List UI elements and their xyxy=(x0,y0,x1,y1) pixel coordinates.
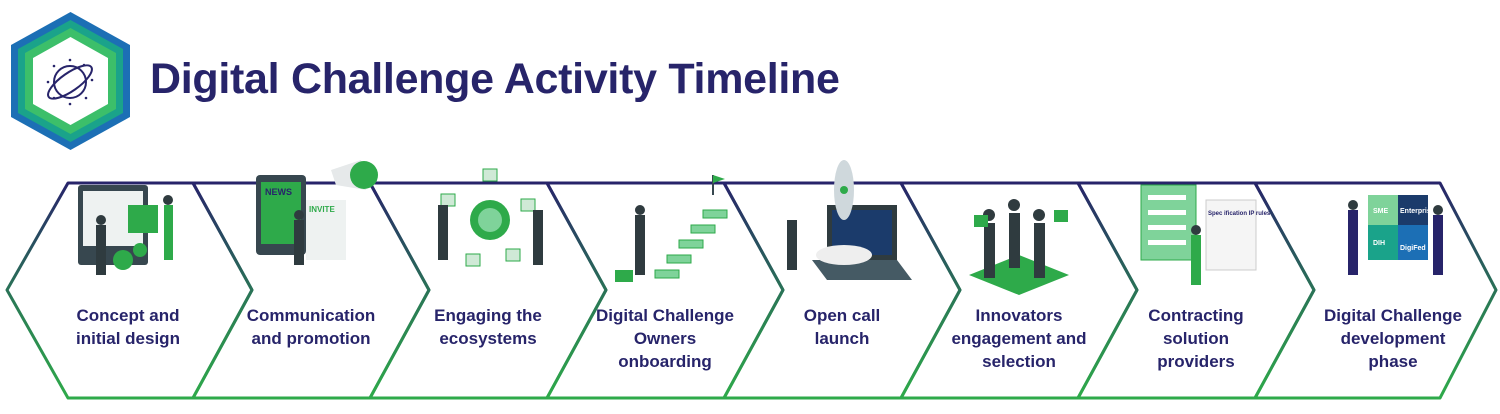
handshake-icon xyxy=(969,199,1069,295)
timeline-step-label: Digital Challenge development phase xyxy=(1308,304,1478,373)
logo-planet-hexagon-icon xyxy=(11,12,130,150)
step-label-line: phase xyxy=(1368,352,1418,371)
sme-text: SME xyxy=(1373,208,1389,215)
step-label-line: Owners xyxy=(633,329,697,348)
step-label-line: Concept and xyxy=(76,306,180,325)
enterprise-text: Enterprise xyxy=(1400,208,1435,215)
page-title: Digital Challenge Activity Timeline xyxy=(150,55,840,103)
timeline-step-label: Innovators engagement and selection xyxy=(934,304,1104,373)
step-label-line: initial design xyxy=(76,329,180,348)
step-label-line: Communication xyxy=(246,306,376,325)
news-text: NEWS xyxy=(265,187,292,197)
megaphone-news-icon: NEWS INVITE xyxy=(256,160,378,265)
step-label-line: onboarding xyxy=(618,352,712,371)
monitor-gears-icon xyxy=(78,185,173,275)
step-label-line: providers xyxy=(1157,352,1235,371)
timeline-step-label: Concept and initial design xyxy=(43,304,213,350)
step-label-line: Engaging the xyxy=(434,306,542,325)
timeline-step-label: Contracting solution providers xyxy=(1111,304,1281,373)
stairs-flag-icon xyxy=(615,175,728,282)
timeline-step-label: Communication and promotion xyxy=(226,304,396,350)
step-label-line: Innovators xyxy=(975,306,1063,325)
digifed-text: DigiFed xyxy=(1400,245,1426,252)
timeline-step-label: Open call launch xyxy=(757,304,927,350)
step-label-line: development xyxy=(1340,329,1446,348)
rocket-laptop-icon xyxy=(787,160,912,280)
step-label-line: launch xyxy=(814,329,870,348)
globe-network-icon xyxy=(438,168,543,267)
spec-text: Spec ification IP rules xyxy=(1208,211,1271,217)
step-label-line: selection xyxy=(982,352,1056,371)
step-label-line: and promotion xyxy=(251,329,371,348)
clipboard-contract-icon: Spec ification IP rules xyxy=(1140,184,1271,285)
step-label-line: solution xyxy=(1162,329,1230,348)
step-label-line: Open call xyxy=(803,306,881,325)
step-label-line: Digital Challenge xyxy=(1324,306,1462,325)
timeline-step-shape xyxy=(1253,181,1498,400)
step-label-line: Contracting xyxy=(1148,306,1244,325)
step-label-line: ecosystems xyxy=(439,329,537,348)
dih-text: DIH xyxy=(1373,240,1385,247)
timeline-step-label: Engaging the ecosystems xyxy=(403,304,573,350)
step-label-line: Digital Challenge xyxy=(596,306,734,325)
invite-text: INVITE xyxy=(309,205,335,214)
step-label-line: engagement and xyxy=(951,329,1087,348)
